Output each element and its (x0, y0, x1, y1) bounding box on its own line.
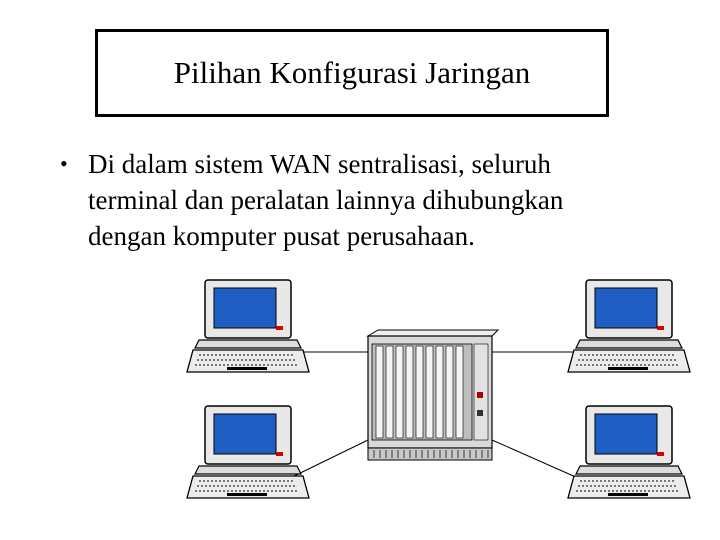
mainframe-icon (368, 330, 498, 460)
desktop-terminal-icon (187, 406, 309, 498)
desktop-terminal-icon (568, 406, 690, 498)
link-bottom-right (492, 440, 578, 478)
desktop-terminal-icon (187, 280, 309, 372)
link-bottom-left (290, 440, 368, 478)
desktop-terminal-icon (568, 280, 690, 372)
